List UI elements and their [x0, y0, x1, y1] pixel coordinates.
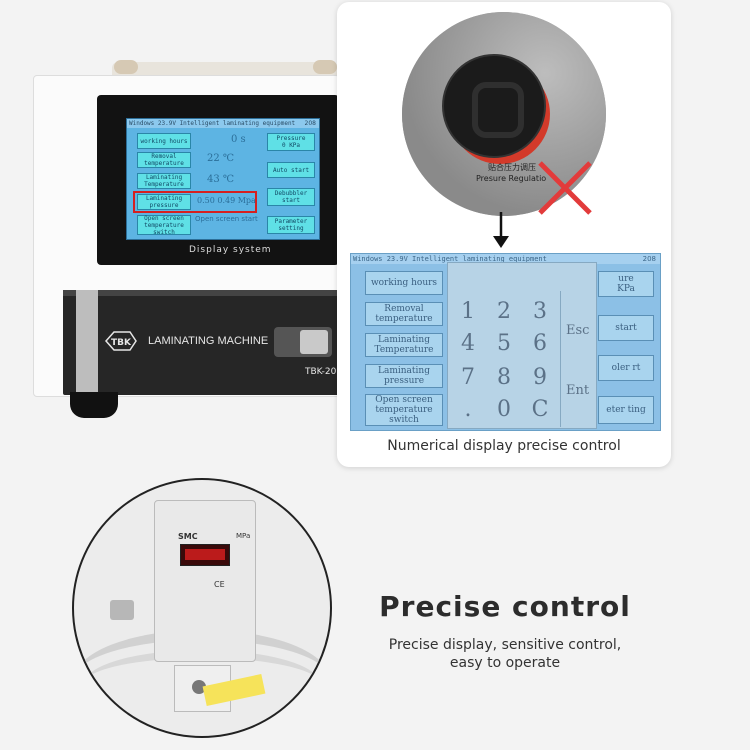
sensor-brand: SMC [178, 532, 198, 541]
key-1[interactable]: 1 [461, 298, 475, 324]
sensor-display [180, 544, 230, 566]
key-6[interactable]: 6 [533, 330, 547, 356]
kp-parameter-setting-button[interactable]: eter ting [598, 396, 654, 424]
key-4[interactable]: 4 [461, 330, 475, 356]
svg-text:TBK: TBK [111, 338, 132, 348]
laminating-pressure-button[interactable]: Laminating pressure [137, 194, 191, 210]
cable-connector [110, 600, 134, 620]
kp-laminating-pressure-button[interactable]: Laminating pressure [365, 364, 443, 388]
kp-pressure-button[interactable]: ure KPa [598, 271, 654, 297]
arrow-down-icon [493, 212, 509, 248]
key-dot[interactable]: . [464, 396, 472, 422]
key-clear[interactable]: C [531, 396, 549, 422]
regulator-label-en: Presure Regulatio [476, 174, 547, 183]
sensor-body [154, 500, 256, 662]
debubbler-start-button[interactable]: Debubbler start [267, 188, 315, 206]
screen-header: Windows 23.9V Intelligent laminating equ… [127, 119, 319, 128]
key-5[interactable]: 5 [497, 330, 511, 356]
working-hours-button[interactable]: working hours [137, 133, 191, 149]
kp-working-hours-button[interactable]: working hours [365, 271, 443, 295]
kp-open-screen-switch-button[interactable]: Open screen temperature switch [365, 394, 443, 426]
removal-temperature-value: 22 ℃ [207, 153, 235, 164]
key-7[interactable]: 7 [461, 364, 475, 390]
laminating-pressure-value[interactable]: 0.50 0.49 Mpa [197, 196, 256, 205]
sensor-port [192, 680, 206, 694]
display-system-label: Display system [189, 245, 272, 255]
open-screen-start[interactable]: Open screen start [195, 215, 258, 223]
pressure-highlight-box [133, 191, 257, 213]
keypad-header-right: 208 [642, 255, 656, 263]
numeric-keypad: 1 2 3 4 5 6 7 8 9 . 0 C Esc Ent [447, 262, 597, 429]
key-2[interactable]: 2 [497, 298, 511, 324]
machine-knob-left [114, 60, 138, 74]
parameter-setting-button[interactable]: Parameter setting [267, 216, 315, 234]
removal-temperature-button[interactable]: Removal temperature [137, 152, 191, 168]
key-0[interactable]: 0 [497, 396, 511, 422]
precise-control-heading: Precise control [379, 590, 631, 623]
key-3[interactable]: 3 [533, 298, 547, 324]
kp-auto-start-button[interactable]: start [598, 315, 654, 341]
keypad-screen: Windows 23.9V Intelligent laminating equ… [350, 253, 661, 431]
machine-touchscreen: Windows 23.9V Intelligent laminating equ… [126, 118, 320, 240]
working-hours-value: 0 s [231, 134, 246, 145]
cross-icon [538, 161, 592, 215]
laminating-temperature-value: 43 ℃ [207, 174, 235, 185]
pressure-readout: 0 KPa [281, 142, 301, 149]
key-8[interactable]: 8 [497, 364, 511, 390]
laminating-machine-label: LAMINATING MACHINE [148, 335, 269, 347]
precise-control-subheading: Precise display, sensitive control, easy… [388, 637, 622, 671]
laminating-temperature-button[interactable]: Laminating Temperature [137, 173, 191, 189]
machine-knob-right [313, 60, 337, 74]
tbk-logo: TBK [104, 331, 137, 351]
kp-removal-temperature-button[interactable]: Removal temperature [365, 302, 443, 326]
screen-header-right: 208 [304, 120, 316, 127]
keypad-divider [560, 291, 561, 427]
regulator-label-cn: 贴合压力调压 [488, 163, 536, 172]
numerical-display-caption: Numerical display precise control [387, 438, 621, 454]
power-switch-rocker[interactable] [300, 330, 328, 354]
open-screen-temperature-switch-button[interactable]: Open screen temperature switch [137, 215, 191, 236]
machine-lower-bar [63, 290, 339, 296]
pressure-button[interactable]: Pressure 0 KPa [267, 133, 315, 151]
key-9[interactable]: 9 [533, 364, 547, 390]
sensor-unit: MPa [236, 532, 251, 540]
kp-laminating-temperature-button[interactable]: Laminating Temperature [365, 333, 443, 357]
model-label: TBK-208 [305, 367, 343, 377]
machine-latch [76, 290, 98, 395]
ce-mark: CE [214, 580, 225, 589]
key-esc[interactable]: Esc [566, 323, 590, 338]
auto-start-button[interactable]: Auto start [267, 162, 315, 178]
pressure-sensor-photo: SMC MPa CE [72, 478, 332, 738]
key-ent[interactable]: Ent [566, 383, 590, 398]
machine-foot [70, 392, 118, 418]
regulator-knob[interactable] [442, 54, 546, 158]
regulator-knob-grip [472, 82, 524, 138]
keypad-screen-header: Windows 23.9V Intelligent laminating equ… [351, 254, 660, 264]
kp-debubbler-button[interactable]: oler rt [598, 355, 654, 381]
